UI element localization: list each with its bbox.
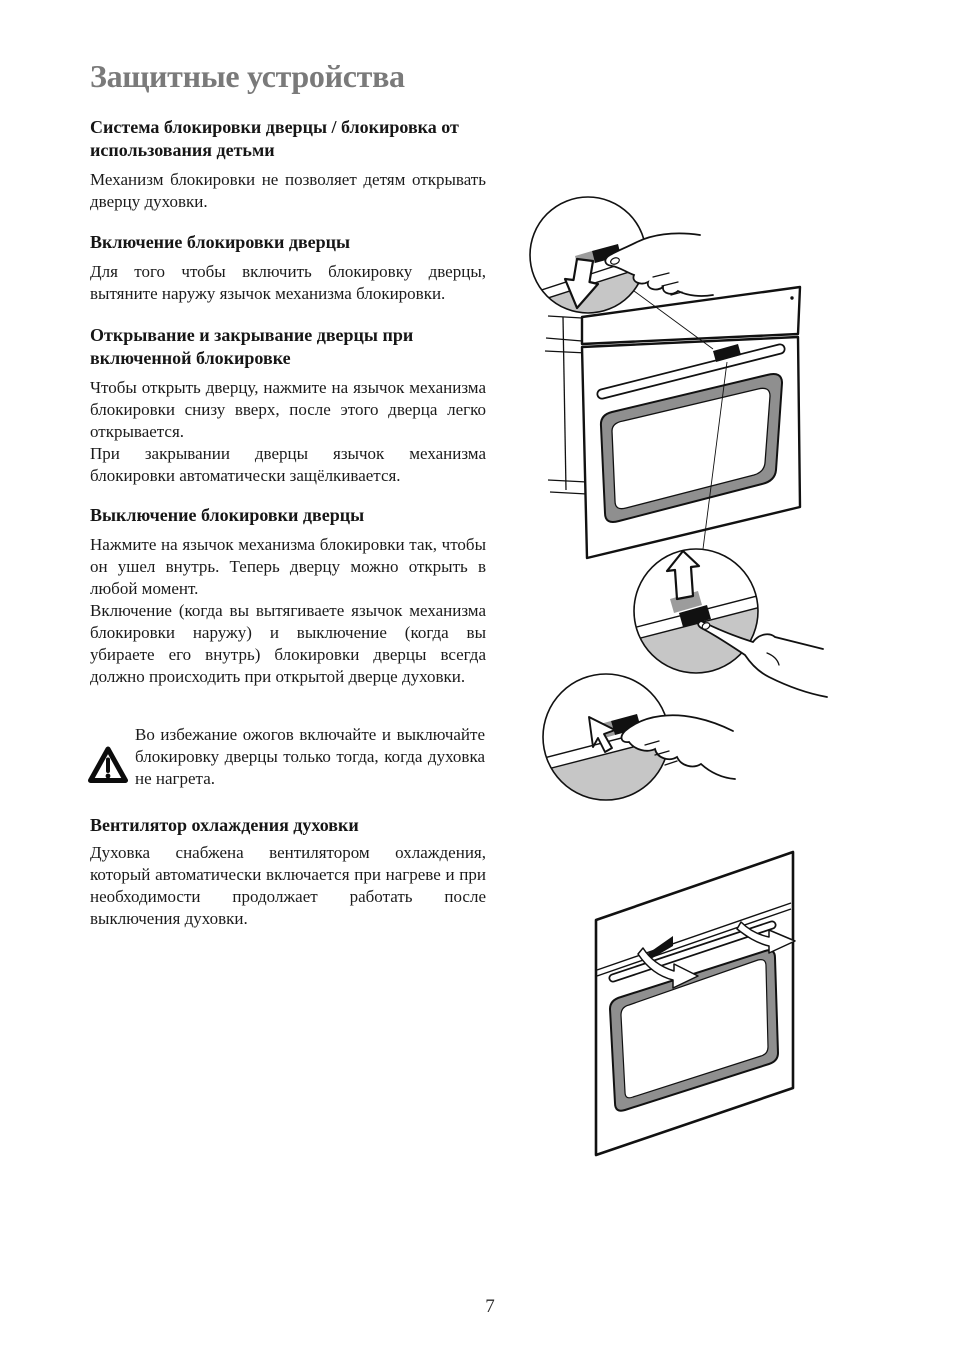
section-heading: Включение блокировки дверцы xyxy=(90,232,351,252)
section-door-lock-system: Система блокировки дверцы / блокировка о… xyxy=(90,116,486,162)
oven-front-drawing xyxy=(594,850,796,1157)
warning-text: Во избежание ожогов включайте и выключай… xyxy=(135,725,485,788)
airflow-arrow-icon xyxy=(736,921,796,954)
paragraph: Нажмите на язычок механизма блокировки т… xyxy=(90,535,486,598)
section-heading: Вентилятор охлаждения духовки xyxy=(90,815,359,835)
door-lock-tab xyxy=(713,344,741,362)
section-enable-lock: Включение блокировки дверцы xyxy=(90,231,486,254)
section-open-close-locked-body: Чтобы открыть дверцу, нажмите на язычок … xyxy=(90,377,486,487)
section-heading: Открывание и закрывание дверцы при включ… xyxy=(90,325,414,368)
section-open-close-locked: Открывание и закрывание дверцы при включ… xyxy=(90,324,486,370)
section-cooling-fan: Вентилятор охлаждения духовки xyxy=(90,814,486,837)
section-disable-lock-body: Нажмите на язычок механизма блокировки т… xyxy=(90,534,486,688)
arrow-up-icon xyxy=(665,549,701,601)
oven-perspective-drawing xyxy=(544,285,802,560)
panel-indicator-dot xyxy=(790,296,794,300)
callout-press-tab-in xyxy=(542,673,736,801)
page-number: 7 xyxy=(485,1296,495,1317)
section-door-lock-system-body: Механизм блокировки не позволяет детям о… xyxy=(90,169,486,213)
paragraph: Механизм блокировки не позволяет детям о… xyxy=(90,170,486,211)
page-title: Защитные устройства xyxy=(90,58,405,94)
warning-block: Во избежание ожогов включайте и выключай… xyxy=(88,724,486,790)
warning-triangle-icon xyxy=(88,746,128,790)
callout-push-tab-up xyxy=(633,548,828,698)
paragraph: При закрывании дверцы язычок механизма б… xyxy=(90,444,486,485)
callout-line xyxy=(633,290,714,350)
paragraph: Включение (когда вы вытягиваете язычок м… xyxy=(90,601,486,686)
section-heading: Система блокировки дверцы / блокировка о… xyxy=(90,117,459,160)
cursor-arrow-icon xyxy=(588,716,616,753)
section-disable-lock: Выключение блокировки дверцы xyxy=(90,504,486,527)
hand xyxy=(698,621,827,697)
callout-pull-tab xyxy=(529,196,717,314)
paragraph: Духовка снабжена вентилятором охлаждения… xyxy=(90,843,486,928)
arrow-down-icon xyxy=(563,257,600,310)
section-enable-lock-body: Для того чтобы включить блокировку дверц… xyxy=(90,261,486,305)
section-heading: Выключение блокировки дверцы xyxy=(90,505,365,525)
oven-cooling-fan-illustration xyxy=(555,845,885,1175)
paragraph: Для того чтобы включить блокировку дверц… xyxy=(90,262,486,303)
airflow-arrow-icon xyxy=(637,947,699,989)
callout-line xyxy=(702,361,728,550)
vent-dark-wedge xyxy=(643,936,673,960)
paragraph: Чтобы открыть дверцу, нажмите на язычок … xyxy=(90,378,486,441)
section-cooling-fan-body: Духовка снабжена вентилятором охлаждения… xyxy=(90,842,486,930)
oven-door-lock-illustration xyxy=(505,185,880,820)
hand xyxy=(605,233,717,296)
hand xyxy=(621,715,735,779)
